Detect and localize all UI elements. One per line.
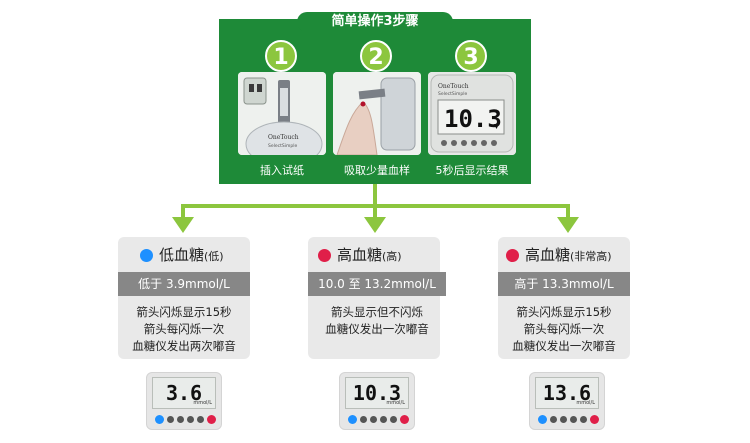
step-3-reading: 10.3 bbox=[444, 105, 502, 133]
step-1-brand: OneTouch bbox=[268, 134, 299, 141]
card-3-qualifier: (非常高) bbox=[570, 250, 612, 263]
red-dot-icon bbox=[207, 414, 216, 424]
card-2-heading: 高血糖(高) bbox=[318, 244, 402, 268]
card-1-range: 低于 3.9mmol/L bbox=[118, 272, 250, 296]
blue-dot-icon bbox=[348, 414, 357, 424]
card-2-title: 高血糖 bbox=[337, 246, 383, 264]
card-2-line: 血糖仪发出一次嘟音 bbox=[325, 322, 429, 336]
step-2-badge: 2 bbox=[360, 40, 392, 72]
card-2-description: 箭头显示但不闪烁 血糖仪发出一次嘟音 bbox=[308, 304, 446, 338]
card-2-line: 箭头显示但不闪烁 bbox=[331, 305, 423, 319]
card-1-line: 血糖仪发出两次嘟音 bbox=[132, 339, 236, 353]
meter-reading: 3.6 bbox=[165, 381, 203, 405]
step-3-photo: OneTouch SelectSimple 10.3 bbox=[428, 72, 516, 155]
card-3-line: 血糖仪发出一次嘟音 bbox=[512, 339, 616, 353]
red-dot-icon bbox=[506, 249, 519, 262]
card-2-range: 10.0 至 13.2mmol/L bbox=[308, 272, 446, 296]
blue-dot-icon bbox=[155, 414, 164, 424]
arrow-down-icon bbox=[172, 217, 194, 233]
arrow-down-icon bbox=[364, 217, 386, 233]
red-dot-icon bbox=[400, 414, 409, 424]
card-1-description: 箭头闪烁显示15秒 箭头每闪烁一次 血糖仪发出两次嘟音 bbox=[118, 304, 250, 355]
very-high-glucose-card bbox=[498, 237, 630, 359]
red-dot-icon bbox=[590, 414, 599, 424]
meter-unit: mmol/L bbox=[576, 400, 595, 406]
card-2-qualifier: (高) bbox=[382, 250, 402, 263]
meter-buttons bbox=[348, 414, 409, 424]
blue-dot-icon bbox=[538, 414, 547, 424]
card-3-line: 箭头每闪烁一次 bbox=[523, 322, 605, 336]
card-1-heading: 低血糖(低) bbox=[140, 244, 224, 268]
connector-stem bbox=[373, 184, 377, 206]
step-2-caption: 吸取少量血样 bbox=[344, 164, 410, 177]
step-1-badge: 1 bbox=[265, 40, 297, 72]
blue-dot-icon bbox=[140, 249, 153, 262]
step-1-caption: 插入试纸 bbox=[260, 164, 304, 177]
step-3-badge: 3 bbox=[455, 40, 487, 72]
step-3-model: SelectSimple bbox=[438, 91, 467, 97]
card-3-line: 箭头闪烁显示15秒 bbox=[516, 305, 612, 319]
arrow-down-icon bbox=[557, 217, 579, 233]
meter-unit: mmol/L bbox=[193, 400, 212, 406]
card-3-range: 高于 13.3mmol/L bbox=[498, 272, 630, 296]
connector-right bbox=[566, 204, 570, 218]
meter-buttons bbox=[155, 414, 216, 424]
step-1-photo: OneTouch SelectSimple bbox=[238, 72, 326, 155]
red-dot-icon bbox=[318, 249, 331, 262]
meter-reading: 13.6 bbox=[542, 381, 592, 405]
card-1-line: 箭头每闪烁一次 bbox=[143, 322, 225, 336]
step-2-photo bbox=[333, 72, 421, 155]
step-1-model: SelectSimple bbox=[268, 143, 297, 149]
card-1-qualifier: (低) bbox=[204, 250, 224, 263]
card-1-title: 低血糖 bbox=[159, 246, 205, 264]
meter-buttons bbox=[538, 414, 599, 424]
card-3-title: 高血糖 bbox=[525, 246, 571, 264]
step-3-caption: 5秒后显示结果 bbox=[435, 164, 509, 177]
connector-left bbox=[181, 204, 185, 218]
step-3-brand: OneTouch bbox=[438, 83, 469, 90]
connector-center bbox=[373, 204, 377, 218]
panel-title: 简单操作3步骤 bbox=[297, 12, 453, 32]
card-1-line: 箭头闪烁显示15秒 bbox=[136, 305, 232, 319]
card-3-heading: 高血糖(非常高) bbox=[506, 244, 612, 268]
card-3-description: 箭头闪烁显示15秒 箭头每闪烁一次 血糖仪发出一次嘟音 bbox=[498, 304, 630, 355]
meter-reading: 10.3 bbox=[352, 381, 402, 405]
meter-unit: mmol/L bbox=[386, 400, 405, 406]
